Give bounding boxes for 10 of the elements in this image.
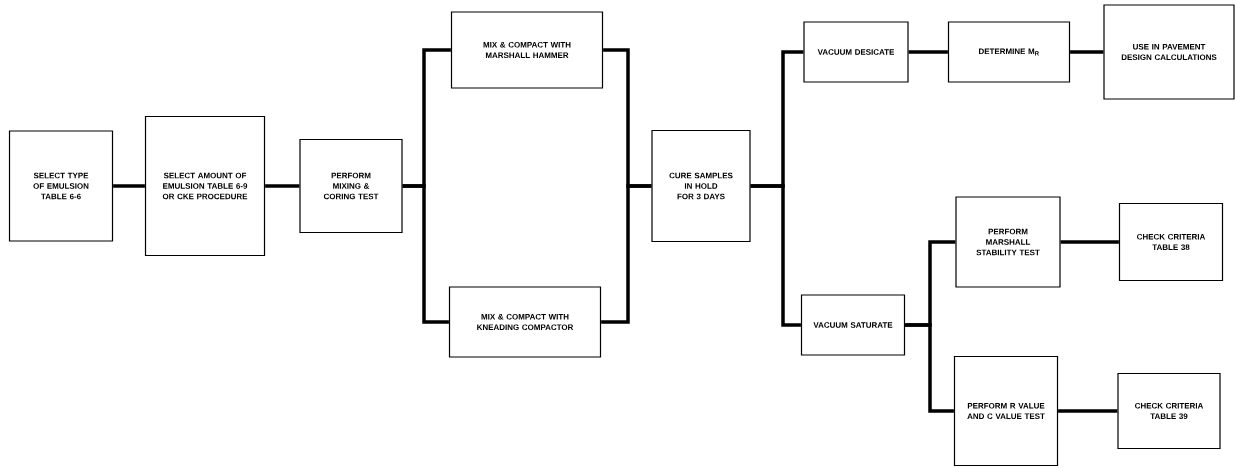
connector-line (402, 184, 449, 324)
connector-line (1070, 50, 1104, 54)
connector-line (265, 184, 300, 188)
connector-line (113, 184, 145, 188)
connector-line (601, 184, 652, 324)
connector-line (1058, 409, 1118, 413)
connector-line (1060, 240, 1119, 244)
connector-line (750, 184, 801, 327)
connector-line (905, 323, 954, 413)
connector-line (908, 50, 948, 54)
